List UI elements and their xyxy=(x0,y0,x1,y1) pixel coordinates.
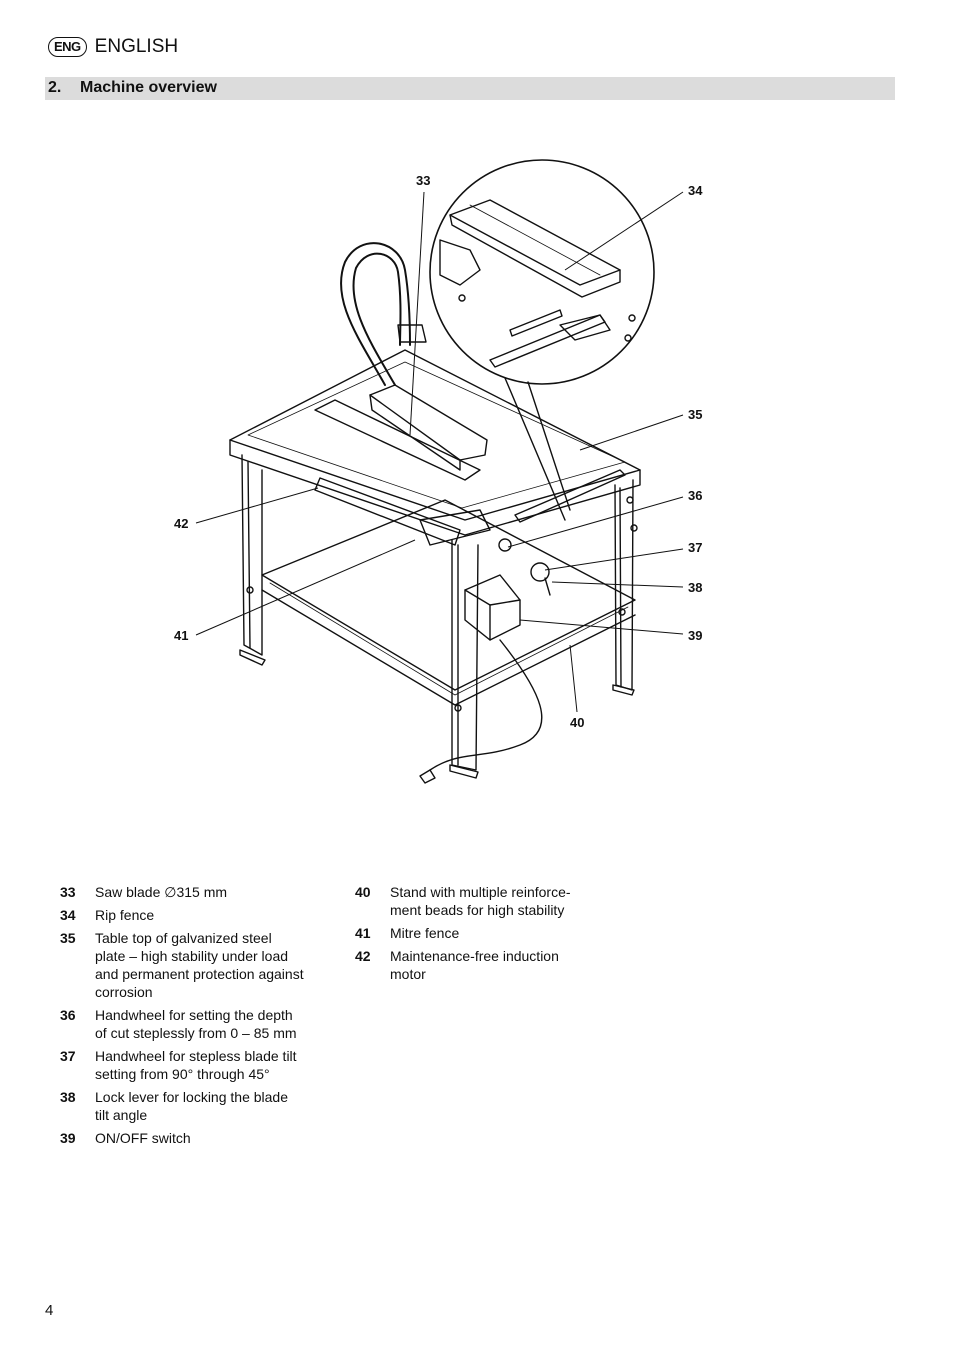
table-saw-drawing xyxy=(229,159,655,784)
legend-number: 36 xyxy=(60,1007,76,1023)
leader-lines xyxy=(195,191,684,713)
legend-number: 35 xyxy=(60,930,76,946)
callout-38: 38 xyxy=(688,580,702,595)
legend-text: Stand with multiple reinforce-ment beads… xyxy=(390,884,571,918)
language-indicator: ENG ENGLISH xyxy=(48,36,178,58)
callout-34: 34 xyxy=(688,183,703,198)
legend-text: Handwheel for stepless blade tilt settin… xyxy=(95,1048,297,1082)
legend-text: Maintenance-free induction motor xyxy=(390,948,559,982)
callout-labels: 33 34 35 36 37 38 39 40 41 42 xyxy=(174,173,703,730)
machine-overview-figure: 33 34 35 36 37 38 39 40 41 42 xyxy=(174,159,703,784)
legend-item: 40 Stand with multiple reinforce-ment bea… xyxy=(355,883,580,919)
legend-number: 38 xyxy=(60,1089,76,1105)
legend-item: 38 Lock lever for locking the blade tilt … xyxy=(60,1088,305,1124)
legend-text: Saw blade ∅315 mm xyxy=(95,884,228,900)
legend-number: 40 xyxy=(355,884,371,900)
callout-39: 39 xyxy=(688,628,702,643)
legend-text: Mitre fence xyxy=(390,925,460,941)
legend-number: 42 xyxy=(355,948,371,964)
callout-36: 36 xyxy=(688,488,702,503)
legend-item: 37 Handwheel for stepless blade tilt sett… xyxy=(60,1047,305,1083)
section-heading: 2. Machine overview xyxy=(45,77,895,100)
legend-text: Rip fence xyxy=(95,907,155,923)
callout-41: 41 xyxy=(174,628,188,643)
legend-item: 34 Rip fence xyxy=(60,906,305,924)
legend-text: Lock lever for locking the blade tilt an… xyxy=(95,1089,288,1123)
legend-text: ON/OFF switch xyxy=(95,1130,191,1146)
section-number: 2. xyxy=(48,79,62,96)
legend-item: 39 ON/OFF switch xyxy=(60,1129,305,1147)
callout-35: 35 xyxy=(688,407,702,422)
language-badge: ENG xyxy=(48,37,87,57)
legend-number: 39 xyxy=(60,1130,76,1146)
legend-number: 34 xyxy=(60,907,76,923)
page-number: 4 xyxy=(45,1302,54,1319)
legend-number: 37 xyxy=(60,1048,76,1064)
legend-right: 40 Stand with multiple reinforce-ment bea… xyxy=(355,883,580,988)
legend-left: 33 Saw blade ∅315 mm 34 Rip fence 35 Table … xyxy=(60,883,305,1152)
legend-item: 41 Mitre fence xyxy=(355,924,580,942)
callout-40: 40 xyxy=(570,715,584,730)
language-label: ENGLISH xyxy=(94,36,179,57)
callout-33: 33 xyxy=(416,173,430,188)
legend-text: Handwheel for setting the depth of cut s… xyxy=(95,1007,297,1041)
section-title: Machine overview xyxy=(80,79,217,96)
legend-text: Table top of galvanized steel plate – hi… xyxy=(95,930,304,1000)
legend-item: 36 Handwheel for setting the depth of cut… xyxy=(60,1006,305,1042)
callout-37: 37 xyxy=(688,540,702,555)
legend-item: 33 Saw blade ∅315 mm xyxy=(60,883,305,901)
legend-item: 42 Maintenance-free induction motor xyxy=(355,947,580,983)
callout-42: 42 xyxy=(174,516,188,531)
legend-number: 41 xyxy=(355,925,371,941)
legend-number: 33 xyxy=(60,884,76,900)
legend-item: 35 Table top of galvanized steel plate – … xyxy=(60,929,305,1001)
